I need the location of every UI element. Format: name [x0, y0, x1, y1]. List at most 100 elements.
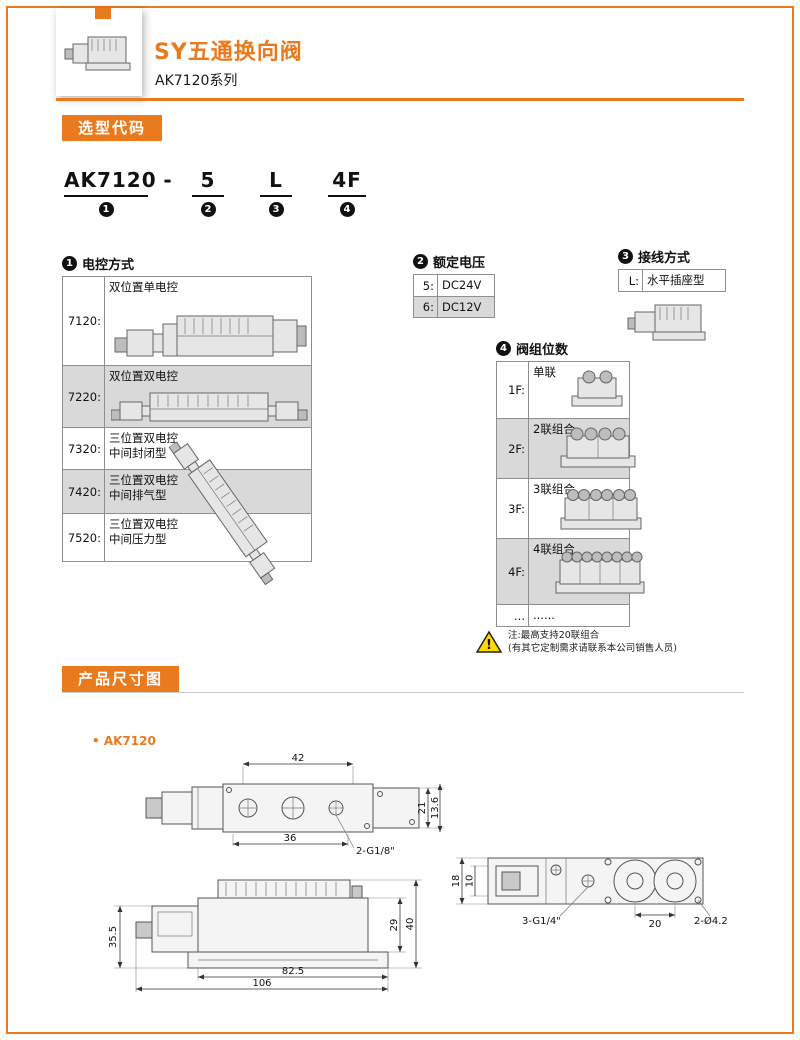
model-code-part-dash: -: [158, 168, 178, 192]
dim-825: 82.5: [282, 966, 304, 977]
dim-18: 18: [451, 875, 462, 888]
table3-header: 3 接线方式: [618, 247, 690, 266]
desc-cell: 双位置单电控: [105, 277, 311, 365]
dim-thread-g14: 3-G1/4": [522, 916, 561, 927]
desc-cell: ......: [533, 608, 555, 622]
page-subtitle: AK7120系列: [155, 73, 238, 89]
header-divider: [56, 98, 744, 101]
end-view-drawing: 18 10 3-G1/4" 20 2-Ø4.2: [451, 857, 728, 930]
desc-text: 中间压力型: [109, 531, 167, 546]
code-cell: 7320:: [63, 428, 105, 469]
table-row: 3F: 3联组合: [497, 478, 629, 538]
table-row: 1F: 单联: [497, 362, 629, 418]
model-code-text: L: [269, 168, 283, 192]
wiring-valve-image: [627, 304, 706, 341]
marker-4-icon: 4: [339, 202, 355, 217]
table-row: 7220: 双位置双电控: [63, 365, 311, 427]
dim-20: 20: [649, 919, 662, 930]
code-cell: 4F:: [497, 539, 529, 604]
marker-3-icon: 3: [268, 202, 284, 217]
table2-title: 额定电压: [433, 256, 486, 271]
marker-2-icon: 2: [413, 254, 428, 269]
table-row: 7420: 三位置双电控 中间排气型: [63, 469, 311, 513]
table-row: ... ......: [497, 604, 629, 626]
code-cell: 7420:: [63, 470, 105, 513]
model-code-part-wiring: L 3: [260, 168, 292, 217]
dim-21: 21: [417, 802, 428, 815]
valve-diagram-three-position: [160, 428, 294, 592]
dim-10: 10: [465, 875, 476, 888]
manifold-2f-image: [560, 427, 636, 468]
dim-106: 106: [252, 978, 271, 989]
table-row: 7120: 双位置单电控: [63, 277, 311, 365]
code-cell: 2F:: [497, 419, 529, 478]
warning-note: ! 注:最高支持20联组合 (有其它定制需求请联系本公司销售人员): [476, 630, 677, 656]
desc-text: 三位置双电控: [109, 473, 178, 487]
table-row: L: 水平插座型: [619, 270, 725, 291]
desc-text: 中间封闭型: [109, 445, 167, 460]
code-cell: 3F:: [497, 479, 529, 538]
dim-36: 36: [284, 833, 297, 844]
desc-cell: 三位置双电控 中间封闭型: [105, 428, 311, 469]
underline: [192, 195, 224, 197]
valve-diagram-7220: [111, 392, 308, 422]
code-cell: 7520:: [63, 514, 105, 561]
table-row: 7520: 三位置双电控 中间压力型: [63, 513, 311, 561]
model-code-text: -: [163, 168, 173, 192]
model-code-text: AK7120: [64, 168, 157, 192]
product-thumbnail: [56, 8, 142, 96]
manifold-4f-image: [555, 551, 645, 594]
table-row: 5: DC24V: [414, 275, 494, 296]
marker-3-icon: 3: [618, 249, 633, 264]
model-code-text: 4F: [332, 168, 362, 192]
desc-cell: 三位置双电控 中间压力型: [105, 514, 311, 561]
wiring-table: L: 水平插座型: [618, 269, 726, 292]
dimension-model-label: • AK7120: [92, 734, 156, 748]
valve-thumb-image: [64, 36, 131, 71]
desc-cell: DC12V: [442, 299, 482, 314]
manifold-1f-image: [571, 370, 623, 407]
desc-cell: 双位置双电控: [105, 366, 311, 427]
dim-40: 40: [405, 918, 416, 931]
marker-4-icon: 4: [496, 341, 511, 356]
code-cell: ...: [497, 605, 529, 626]
dim-thread-g18: 2-G1/8": [356, 846, 395, 857]
thumbnail-orange-tab: [95, 8, 111, 19]
code-cell: 7220:: [63, 366, 105, 427]
warning-icon: !: [476, 630, 502, 653]
desc-cell: 三位置双电控 中间排气型: [105, 470, 311, 513]
code-cell: 7120:: [63, 277, 105, 365]
underline: [328, 195, 366, 197]
desc-text: 双位置单电控: [109, 280, 178, 294]
control-type-table: 7120: 双位置单电控: [62, 276, 312, 562]
page-title: SY五通换向阀: [154, 40, 303, 65]
table-row: 7320: 三位置双电控 中间封闭型: [63, 427, 311, 469]
top-view-drawing: 42 36 2-G1/8" 21: [145, 753, 444, 857]
model-code-part-stations: 4F 4: [328, 168, 366, 217]
table4-title: 阀组位数: [516, 343, 569, 358]
underline: [260, 195, 292, 197]
desc-cell: 水平插座型: [647, 273, 705, 288]
marker-2-icon: 2: [200, 202, 216, 217]
dim-holes: 2-Ø4.2: [694, 915, 728, 927]
code-cell: 1F:: [497, 362, 529, 418]
model-code-text: 5: [200, 168, 216, 192]
section-divider: [62, 692, 744, 693]
table1-header: 1 电控方式: [62, 254, 134, 273]
desc-text: 双位置双电控: [109, 369, 178, 383]
table4-header: 4 阀组位数: [496, 339, 568, 358]
table1-title: 电控方式: [82, 258, 135, 273]
desc-text: 三位置双电控: [109, 517, 178, 531]
dim-136: 13.6: [430, 797, 441, 819]
dim-42: 42: [292, 753, 305, 764]
dim-355: 35.5: [108, 926, 119, 948]
voltage-table: 5: DC24V 6: DC12V: [413, 274, 495, 318]
table2-header: 2 额定电压: [413, 252, 485, 271]
desc-cell: 2联组合: [533, 422, 575, 436]
valve-diagram-7120: [114, 315, 307, 357]
section-badge-dimensions: 产品尺寸图: [62, 666, 180, 692]
desc-cell: DC24V: [442, 278, 482, 293]
model-code-part-base: AK7120 1: [64, 168, 157, 217]
manifold-3f-image: [560, 489, 642, 530]
